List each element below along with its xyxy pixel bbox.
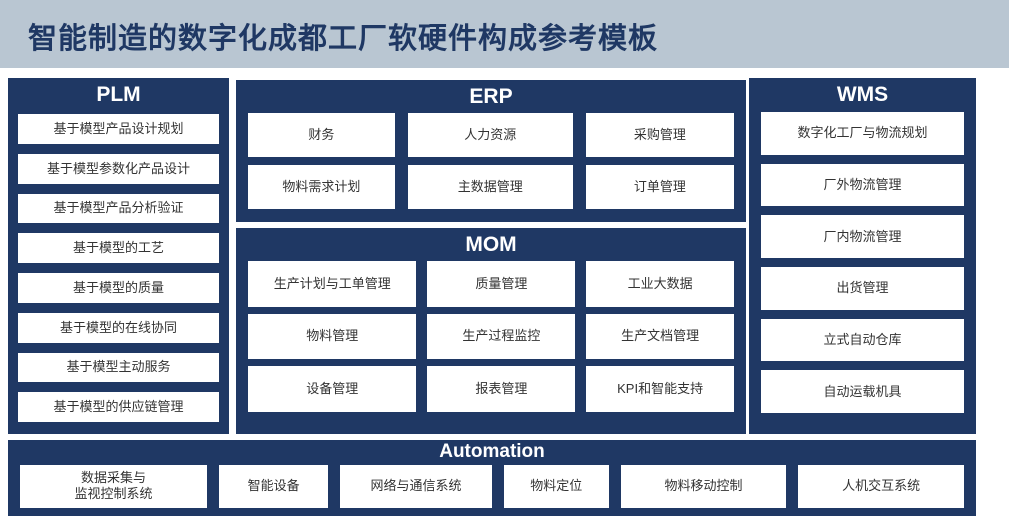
- plm-item: 基于模型产品分析验证: [18, 193, 219, 224]
- erp-item: 人力资源: [407, 113, 573, 158]
- erp-item: 物料需求计划: [248, 165, 395, 209]
- mom-item: 生产过程监控: [427, 313, 576, 360]
- plm-item: 基于模型的质量: [18, 273, 219, 303]
- mom-item: 生产计划与工单管理: [248, 261, 417, 307]
- plm-item: 基于模型的工艺: [18, 233, 219, 264]
- automation-panel: Automation 数据采集与 监视控制系统 智能设备 网络与通信系统 物料定…: [8, 440, 976, 516]
- automation-item: 物料移动控制: [620, 464, 787, 508]
- mom-item: 生产文档管理: [586, 313, 734, 360]
- plm-items: 基于模型产品设计规划 基于模型参数化产品设计 基于模型产品分析验证 基于模型的工…: [8, 107, 229, 434]
- wms-item: 立式自动仓库: [761, 318, 964, 362]
- erp-item: 财务: [248, 113, 395, 158]
- mom-item: 报表管理: [427, 366, 576, 412]
- automation-item: 人机交互系统: [798, 464, 964, 508]
- wms-item: 出货管理: [761, 267, 964, 310]
- automation-item: 智能设备: [219, 464, 329, 508]
- erp-item: 采购管理: [585, 113, 734, 158]
- plm-item: 基于模型主动服务: [18, 352, 219, 383]
- mom-panel: MOM 生产计划与工单管理 质量管理 工业大数据 物料管理 生产过程监控 生产文…: [236, 228, 746, 434]
- wms-item: 厂内物流管理: [761, 215, 964, 259]
- mom-item: 物料管理: [248, 313, 417, 360]
- mom-panel-title: MOM: [465, 233, 517, 256]
- wms-panel: WMS 数字化工厂与物流规划 厂外物流管理 厂内物流管理 出货管理 立式自动仓库…: [749, 78, 976, 434]
- mom-item: 设备管理: [248, 366, 417, 412]
- diagram-canvas: PLM 基于模型产品设计规划 基于模型参数化产品设计 基于模型产品分析验证 基于…: [0, 68, 1009, 524]
- plm-item: 基于模型的供应链管理: [18, 392, 219, 423]
- wms-item: 自动运载机具: [761, 370, 964, 414]
- erp-panel-title: ERP: [469, 85, 513, 108]
- erp-item: 订单管理: [585, 165, 734, 209]
- mom-item: 质量管理: [427, 261, 576, 307]
- erp-items: 财务 人力资源 采购管理 物料需求计划 主数据管理 订单管理: [236, 109, 746, 222]
- page-title: 智能制造的数字化成都工厂软硬件构成参考模板: [28, 23, 659, 55]
- automation-item: 物料定位: [503, 464, 609, 508]
- mom-item: 工业大数据: [586, 261, 734, 307]
- plm-panel-title: PLM: [96, 83, 141, 106]
- mom-items: 生产计划与工单管理 质量管理 工业大数据 物料管理 生产过程监控 生产文档管理 …: [236, 257, 746, 434]
- automation-panel-title: Automation: [439, 441, 545, 462]
- automation-item: 网络与通信系统: [340, 464, 492, 508]
- wms-panel-title: WMS: [836, 83, 889, 106]
- plm-item: 基于模型的在线协同: [18, 312, 219, 343]
- wms-item: 厂外物流管理: [761, 163, 964, 207]
- plm-panel: PLM 基于模型产品设计规划 基于模型参数化产品设计 基于模型产品分析验证 基于…: [8, 78, 229, 434]
- wms-item: 数字化工厂与物流规划: [761, 112, 964, 155]
- wms-items: 数字化工厂与物流规划 厂外物流管理 厂内物流管理 出货管理 立式自动仓库 自动运…: [749, 107, 976, 434]
- title-bar: 智能制造的数字化成都工厂软硬件构成参考模板: [0, 0, 1009, 68]
- erp-item: 主数据管理: [407, 165, 573, 209]
- erp-panel: ERP 财务 人力资源 采购管理 物料需求计划 主数据管理 订单管理: [236, 80, 746, 222]
- automation-item: 数据采集与 监视控制系统: [20, 464, 208, 508]
- automation-items: 数据采集与 监视控制系统 智能设备 网络与通信系统 物料定位 物料移动控制 人机…: [8, 464, 976, 516]
- plm-item: 基于模型参数化产品设计: [18, 153, 219, 184]
- plm-item: 基于模型产品设计规划: [18, 114, 219, 144]
- mom-item: KPI和智能支持: [586, 366, 734, 412]
